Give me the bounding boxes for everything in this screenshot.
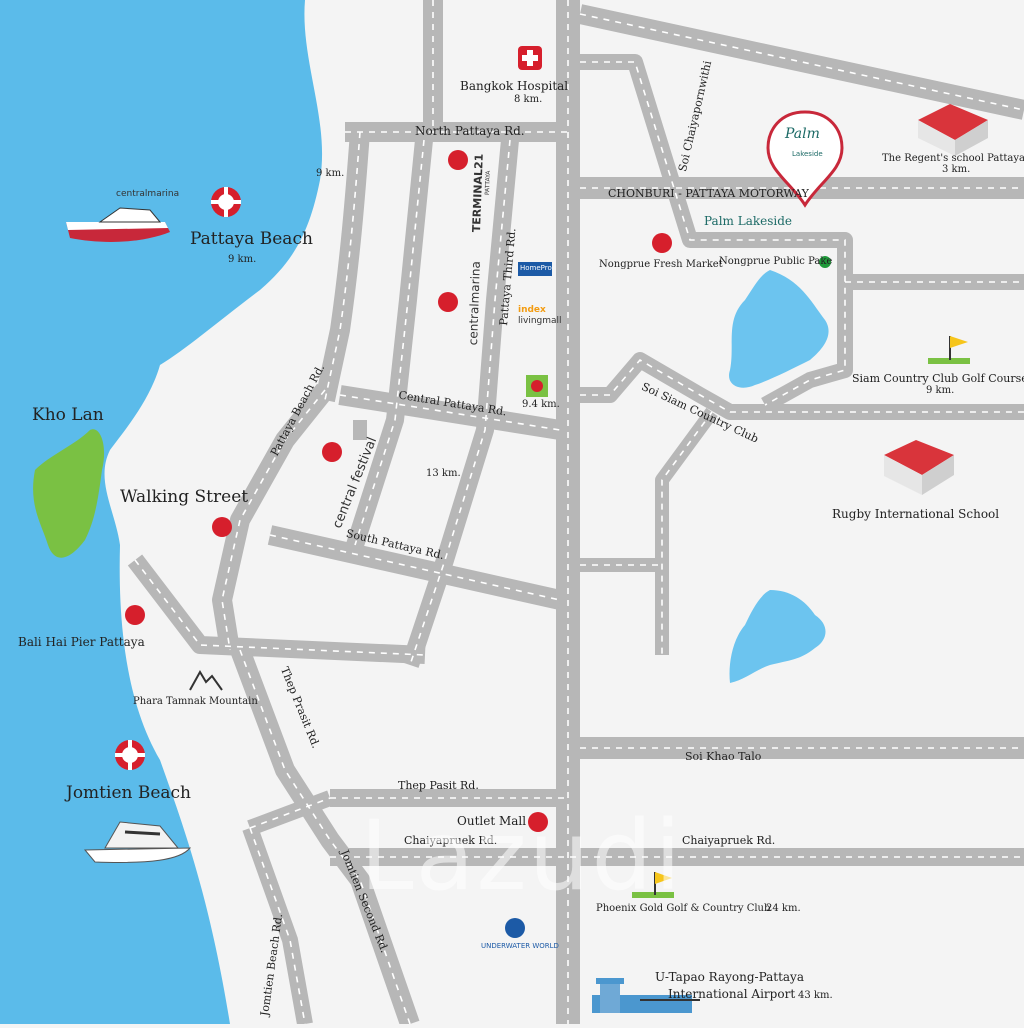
golf-flag-icon-siam xyxy=(928,336,970,364)
poi-bali-hai xyxy=(125,605,145,625)
lake-north xyxy=(729,270,829,388)
brand-central-marina: centralmarina xyxy=(466,260,483,346)
label-thep-pasit-rd: Thep Pasit Rd. xyxy=(398,779,479,792)
poi-outlet-mall xyxy=(528,812,548,832)
poi-nongprue-market xyxy=(652,233,672,253)
yacht-icon xyxy=(83,821,192,863)
sea xyxy=(0,0,323,1024)
brand-palm-logo: Palm xyxy=(785,126,820,142)
poi-terminal21 xyxy=(448,150,468,170)
label-nongprue-fresh-market: Nongprue Fresh Market xyxy=(599,259,723,270)
poi-walking-street xyxy=(212,517,232,537)
label-bangkok-hospital: Bangkok Hospital xyxy=(460,79,569,93)
poi-markers xyxy=(125,150,672,832)
kho-lan-island xyxy=(33,429,105,558)
label-phara-tamnak: Phara Tamnak Mountain xyxy=(133,696,258,707)
label-motorway: CHONBURI - PATTAYA MOTORWAY xyxy=(608,187,809,200)
label-central-festival-dist: 13 km. xyxy=(426,468,461,479)
brand-underwater-world: UNDERWATER WORLD xyxy=(481,942,559,950)
brand-index-sub: livingmall xyxy=(518,316,562,326)
label-utapao-line1: U-Tapao Rayong-Pattaya xyxy=(655,970,804,984)
golf-flag-icon-phoenix xyxy=(632,872,674,898)
brand-index: index xyxy=(518,305,546,315)
homepro-logo xyxy=(518,262,552,276)
label-kho-lan: Kho Lan xyxy=(32,405,104,425)
label-rugby-school: Rugby International School xyxy=(832,507,1000,521)
underwater-world-logo xyxy=(505,918,525,938)
label-bigc-dist: 9.4 km. xyxy=(522,399,560,410)
label-regents-school: The Regent's school Pattaya xyxy=(882,153,1024,164)
lifebuoy-icon-jomtien xyxy=(115,740,145,770)
label-palm-lakeside: Palm Lakeside xyxy=(704,214,792,228)
label-bangkok-hospital-dist: 8 km. xyxy=(514,94,543,105)
label-jomtien-beach: Jomtien Beach xyxy=(66,783,192,803)
label-bali-hai: Bali Hai Pier Pattaya xyxy=(18,635,145,649)
poi-public-park xyxy=(819,256,831,268)
label-siam-dist: 9 km. xyxy=(926,385,955,396)
airport-icon xyxy=(592,978,700,1013)
school-building-icon-regents xyxy=(918,104,988,156)
school-building-icon-rugby xyxy=(884,440,954,495)
palm-lakeside-pin xyxy=(766,110,844,208)
label-soi-khao-talo: Soi Khao Talo xyxy=(685,750,762,763)
lifebuoy-icon-pattaya xyxy=(211,187,241,217)
label-pattaya-beach-dist: 9 km. xyxy=(228,254,257,265)
brand-palm-logo-sub: Lakeside xyxy=(792,150,823,158)
brand-homepro: HomePro xyxy=(520,264,552,272)
road-centerlines xyxy=(134,0,1024,1025)
label-chaiyapruek-rd-left: Chaiyapruek Rd. xyxy=(404,834,498,847)
label-walking-street: Walking Street xyxy=(120,487,249,507)
label-beach-top-dist: 9 km. xyxy=(316,168,345,179)
label-pattaya-beach: Pattaya Beach xyxy=(190,229,313,249)
label-utapao-dist: 43 km. xyxy=(798,990,833,1001)
poi-central-marina xyxy=(438,292,458,312)
label-regents-dist: 3 km. xyxy=(942,164,971,175)
label-phoenix-dist: 24 km. xyxy=(766,903,801,914)
poi-central-festival xyxy=(322,442,342,462)
label-utapao-line2: International Airport xyxy=(668,987,796,1001)
lake-south xyxy=(729,590,826,683)
label-chaiyapruek-rd-right: Chaiyapruek Rd. xyxy=(682,834,776,847)
label-siam-country-club: Siam Country Club Golf Course xyxy=(852,372,1024,385)
bigc-logo-mark xyxy=(531,380,543,392)
label-phoenix-gold: Phoenix Gold Golf & Country Club xyxy=(596,903,771,914)
label-north-pattaya-rd: North Pattaya Rd. xyxy=(415,124,525,138)
label-nongprue-public-park: Nongprue Public Pake xyxy=(719,256,833,267)
brand-terminal21-sub: PATTAYA xyxy=(484,170,492,196)
brand-central-marina-boat: centralmarina xyxy=(116,189,180,199)
hospital-icon xyxy=(518,46,542,70)
mountain-icon xyxy=(189,670,223,691)
speedboat-icon xyxy=(66,207,170,242)
watermark: Lazudi xyxy=(360,800,684,912)
label-outlet-mall: Outlet Mall xyxy=(457,814,527,828)
